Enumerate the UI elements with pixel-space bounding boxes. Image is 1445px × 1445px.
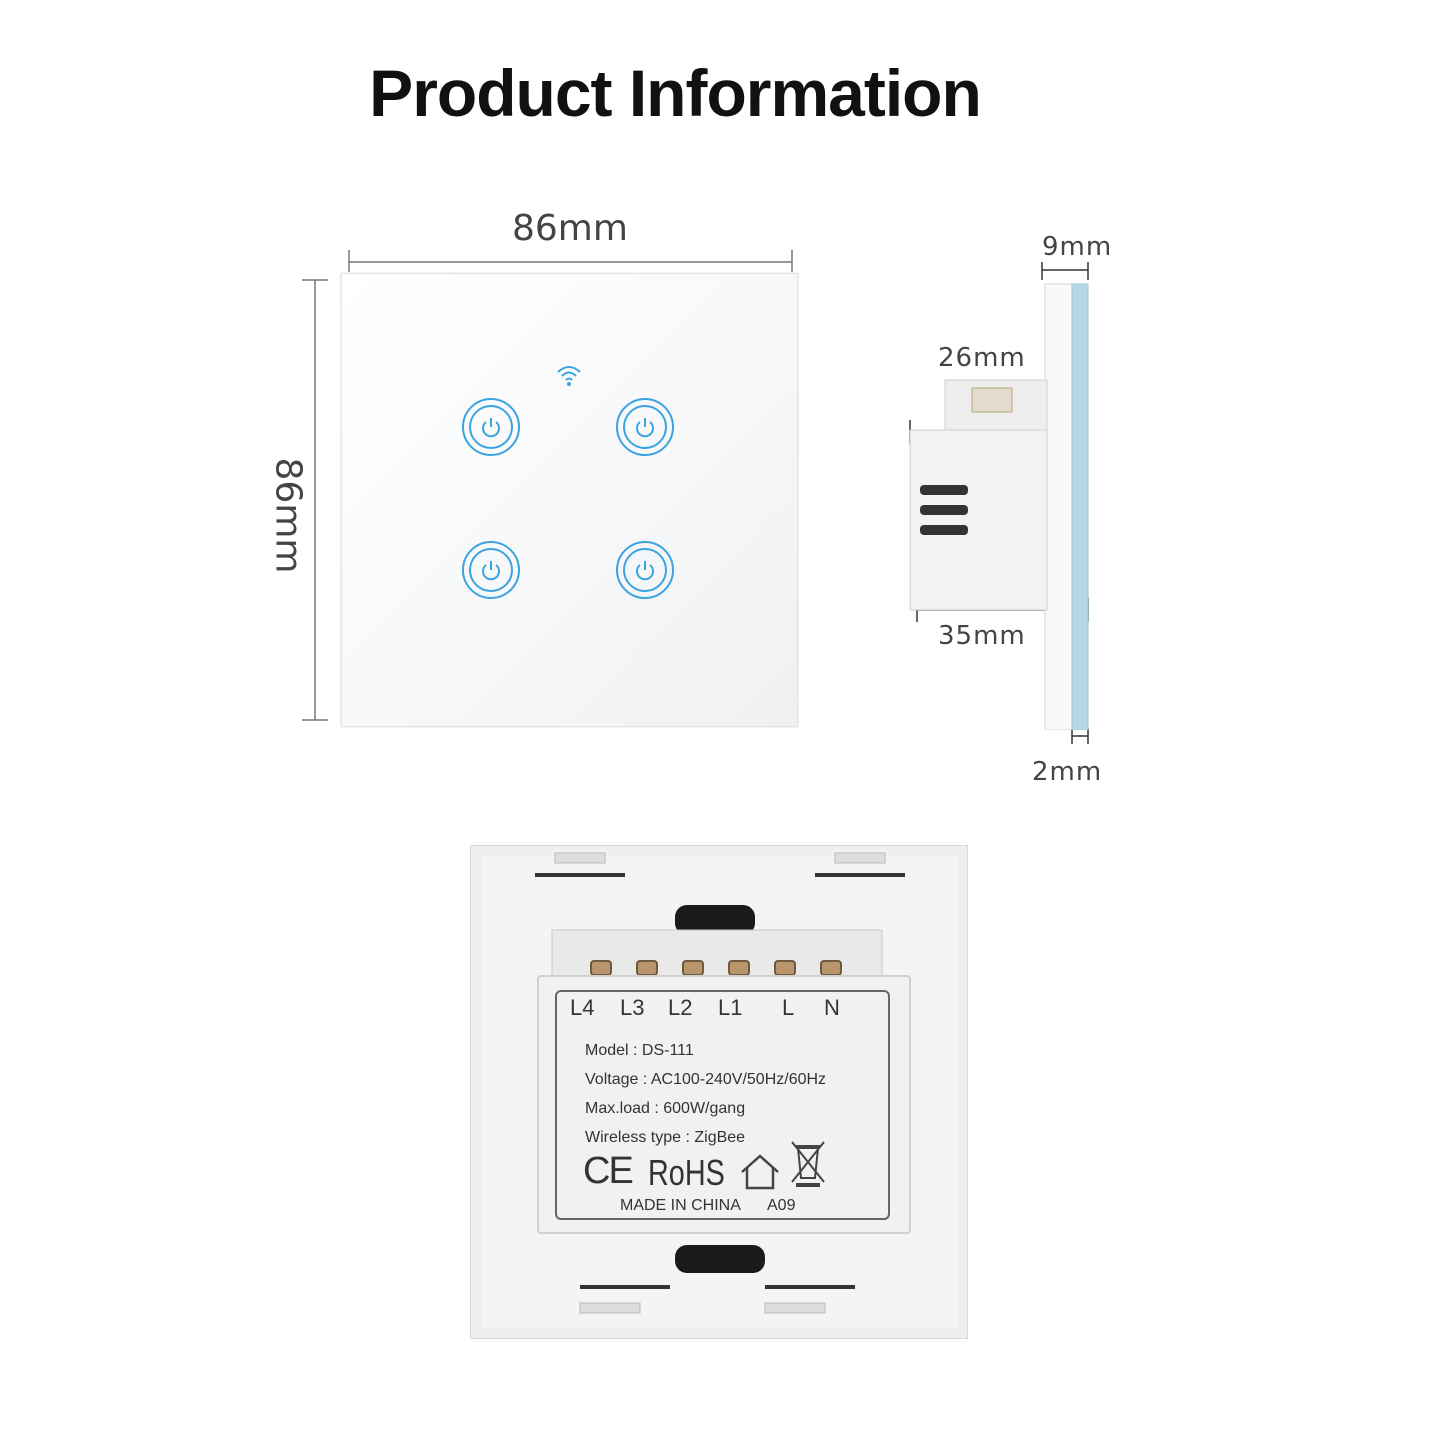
terminal-label-l: L <box>782 995 795 1020</box>
terminal-label-l1: L1 <box>718 995 743 1020</box>
power-icon <box>636 418 654 438</box>
home-icon <box>741 1154 779 1190</box>
label-model: Model : DS-111 <box>585 1042 694 1059</box>
weee-bin-icon <box>791 1141 825 1187</box>
glass-thickness-label: 2mm <box>1032 757 1103 787</box>
terminal-label-l4: L4 <box>570 995 595 1020</box>
wifi-icon <box>557 366 581 386</box>
terminal-screw <box>636 960 658 976</box>
label-border <box>555 990 890 1220</box>
touch-button-1[interactable] <box>462 398 520 456</box>
rohs-mark: RoHS <box>648 1152 725 1193</box>
ce-mark: CE <box>583 1150 634 1192</box>
side-thickness-label: 9mm <box>1042 232 1113 262</box>
front-height-label: 86mm <box>267 457 309 574</box>
label-origin: MADE IN CHINA <box>620 1197 741 1214</box>
power-icon <box>482 418 500 438</box>
terminal-screw <box>820 960 842 976</box>
switch-front-panel <box>341 273 798 727</box>
side-depth-total-label: 35mm <box>938 621 1026 651</box>
terminal-label-n: N <box>824 995 840 1020</box>
touch-button-4[interactable] <box>616 541 674 599</box>
page-title: Product Information <box>369 56 982 130</box>
back-label-box <box>537 975 911 1234</box>
label-voltage: Voltage : AC100-240V/50Hz/60Hz <box>585 1071 827 1088</box>
terminal-screw <box>774 960 796 976</box>
terminal-screw <box>728 960 750 976</box>
power-icon <box>482 561 500 581</box>
label-code: A09 <box>767 1197 796 1214</box>
touch-button-3[interactable] <box>462 541 520 599</box>
terminal-label-l3: L3 <box>620 995 645 1020</box>
terminal-label-l2: L2 <box>668 995 693 1020</box>
side-depth-body-label: 26mm <box>938 343 1026 373</box>
label-max-load: Max.load : 600W/gang <box>585 1100 746 1117</box>
terminal-screw <box>590 960 612 976</box>
power-icon <box>636 561 654 581</box>
switch-side-view <box>909 283 1089 730</box>
label-wireless: Wireless type : ZigBee <box>585 1129 746 1146</box>
touch-button-2[interactable] <box>616 398 674 456</box>
terminal-screw <box>682 960 704 976</box>
front-width-label: 86mm <box>512 208 628 249</box>
